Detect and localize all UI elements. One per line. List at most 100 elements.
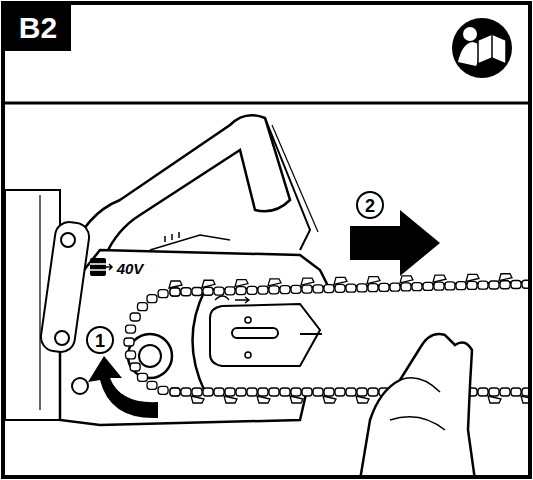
chain-link (214, 388, 224, 396)
chain-link (258, 286, 268, 294)
chain-link (357, 388, 367, 396)
chain-link (247, 286, 257, 294)
figure-tab (5, 5, 71, 51)
chain-link (258, 388, 268, 396)
chain-link (280, 286, 290, 294)
direction-arrow (350, 210, 440, 276)
cutter-tooth (257, 396, 270, 403)
chain-link (324, 388, 334, 396)
chain-link (225, 388, 235, 396)
chain-link (124, 338, 134, 346)
chain-link (445, 282, 455, 290)
cutter-tooth (268, 279, 281, 286)
chain-link (236, 388, 246, 396)
cutter-tooth (488, 396, 501, 403)
chain-link (478, 281, 488, 289)
chain-link (489, 281, 499, 289)
cutter-tooth (301, 278, 314, 285)
rotation-arrow (88, 356, 158, 418)
callout-number: 2 (365, 197, 375, 215)
cutter-tooth (290, 396, 303, 403)
figure-number: B2 (19, 13, 57, 43)
chain-link (147, 381, 157, 389)
chain-link (203, 388, 213, 396)
chain-link (158, 386, 168, 394)
chain-link (302, 285, 312, 293)
chain-link (137, 373, 147, 381)
chain-link (500, 388, 510, 396)
cutter-tooth (169, 281, 182, 288)
chain-link (126, 325, 136, 333)
cutter-tooth (323, 396, 336, 403)
chain-link (137, 303, 147, 311)
chain-link (423, 282, 433, 290)
chain-link (368, 284, 378, 292)
chain-link (170, 288, 180, 296)
chain-link (126, 351, 136, 359)
chain-link (291, 285, 301, 293)
cutter-tooth (334, 277, 347, 284)
cutter-tooth (235, 280, 248, 287)
header-rule (3, 102, 530, 105)
chain-link (478, 388, 488, 396)
cutter-tooth (466, 274, 479, 281)
cutter-tooth (400, 276, 413, 283)
chain-link (412, 283, 422, 291)
chain-link (269, 388, 279, 396)
chain-link (324, 285, 334, 293)
cutter-tooth (202, 280, 215, 287)
chain-link (489, 388, 499, 396)
chain-link (500, 281, 510, 289)
chain-link (511, 388, 521, 396)
chain-link (192, 288, 202, 296)
lever (39, 220, 91, 353)
cutter-tooth (224, 396, 237, 403)
chain-link (368, 388, 378, 396)
chain-link (280, 388, 290, 396)
cutter-tooth (499, 274, 512, 281)
chain-link (181, 288, 191, 296)
chain-link (147, 295, 157, 303)
chain-link (313, 285, 323, 293)
chain-link (170, 388, 180, 396)
chain-link (357, 284, 367, 292)
chain-link (522, 388, 528, 396)
chain-link (214, 287, 224, 295)
chain-link (313, 388, 323, 396)
cutter-tooth (367, 277, 380, 284)
chain-link (192, 388, 202, 396)
chain-link (434, 282, 444, 290)
chain-link (181, 388, 191, 396)
chain-link (225, 287, 235, 295)
chain-link (335, 284, 345, 292)
cutter-tooth (433, 275, 446, 282)
cutter-tooth (191, 396, 204, 403)
callout-circle (87, 327, 113, 353)
chain-link (291, 388, 301, 396)
chain-link (401, 283, 411, 291)
voltage-label: 40V (117, 261, 144, 276)
chain-link (302, 388, 312, 396)
chain-link (511, 280, 521, 288)
chain-link (203, 287, 213, 295)
chain-link (269, 286, 279, 294)
battery-icon (90, 258, 112, 276)
chain-link (346, 284, 356, 292)
callout-circle (357, 192, 383, 218)
chain-link (467, 281, 477, 289)
chain-link (522, 280, 528, 288)
cutter-tooth (356, 396, 369, 403)
chain-link (247, 388, 257, 396)
callout-number: 1 (95, 332, 105, 350)
chain-link (130, 313, 140, 321)
chain-link (158, 290, 168, 298)
chain-link (170, 388, 180, 396)
chain-link (130, 363, 140, 371)
read-manual-icon (452, 18, 512, 78)
chain-link (346, 388, 356, 396)
hand (360, 334, 475, 475)
chain-link (335, 388, 345, 396)
chain-link (236, 287, 246, 295)
